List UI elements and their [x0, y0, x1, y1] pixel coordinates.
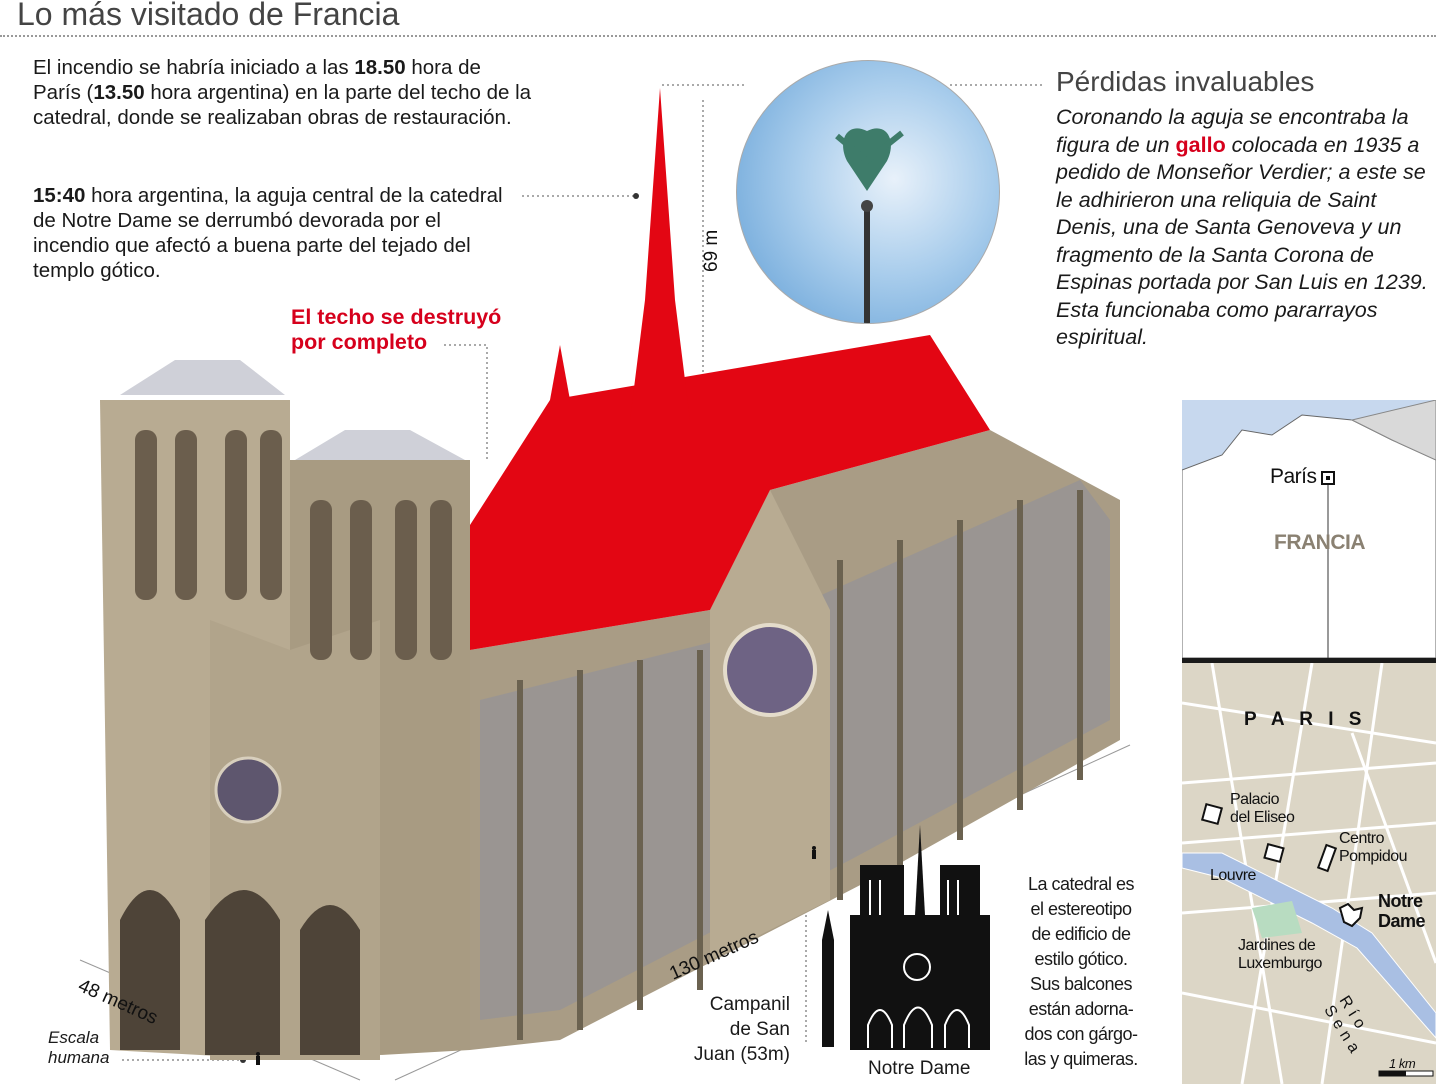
portals [120, 890, 360, 1055]
line: estilo gótico. [1034, 949, 1128, 969]
france-locator-map: París FRANCIA [1182, 400, 1436, 658]
eliseo-icon [1200, 802, 1224, 826]
paris-map-title: P A R I S [1244, 709, 1362, 730]
rooster-photo [736, 60, 1000, 324]
label-line: Dame [1378, 911, 1426, 931]
line: de edificio de [1031, 924, 1131, 944]
rose-window [723, 623, 817, 717]
label-line: Pompidou [1339, 848, 1408, 865]
gothic-description: La catedral es el estereotipo de edifici… [1010, 872, 1152, 1072]
paris-label: París [1270, 465, 1317, 488]
louvre-icon [1263, 842, 1285, 864]
pompidou-icon [1316, 843, 1338, 873]
france-label: FRANCIA [1274, 531, 1366, 554]
map-divider [1182, 658, 1436, 663]
label-line: por completo [291, 330, 428, 354]
intro-paragraph: El incendio se habría iniciado a las 18.… [33, 55, 533, 130]
text: hora argentina) en la parte del techo de… [33, 81, 532, 129]
text: colocada en 1935 a pedido de Monseñor Ve… [1056, 132, 1428, 350]
line: están adorna- [1028, 999, 1134, 1019]
label-line: Escala [48, 1028, 100, 1047]
label-line: humana [48, 1048, 110, 1067]
label-line: de San [729, 1019, 790, 1040]
spire-height-label: 69 m [701, 230, 722, 272]
human-scale-icon [256, 1056, 260, 1065]
notre-dame-label: Notre Dame [868, 1058, 971, 1079]
spire-paragraph: 15:40 hora argentina, la aguja central d… [33, 183, 503, 283]
label-line: Centro [1339, 830, 1385, 847]
line: las y quimeras. [1024, 1049, 1138, 1069]
luxembourg-gardens [1252, 901, 1302, 938]
notre-dame-icon [1338, 902, 1364, 928]
title-divider [0, 35, 1436, 37]
label-line: Luxemburgo [1238, 955, 1322, 972]
campanil-silhouette [822, 910, 834, 1047]
roof-leader [444, 344, 488, 460]
louvre-label: Louvre [1210, 867, 1256, 884]
page-title: Lo más visitado de Francia [17, 0, 400, 32]
label-line: Notre [1378, 891, 1423, 911]
spire [630, 88, 690, 420]
line: el estereotipo [1030, 899, 1132, 919]
label-line: Jardines de [1238, 937, 1316, 954]
text: El incendio se habría iniciado a las [33, 56, 355, 79]
tower-windows [135, 430, 452, 660]
line: La catedral es [1027, 874, 1135, 894]
text: hora de París ( [33, 56, 481, 104]
argentina-time: 13.50 [93, 81, 145, 104]
scale-bar [1379, 1071, 1406, 1076]
text: Coronando la aguja se encontraba la figu… [1056, 105, 1409, 157]
destroyed-roof [470, 335, 990, 650]
buttress-piers [517, 490, 1083, 1040]
text: hora argentina, la aguja central de la c… [33, 184, 503, 282]
label-line: Juan (53m) [693, 1044, 790, 1065]
label-line: Campanil [709, 994, 790, 1015]
seine-river [1182, 852, 1436, 1039]
losses-text: Coronando la aguja se encontraba la figu… [1056, 104, 1431, 352]
rooster-highlight: gallo [1175, 132, 1226, 157]
line: Sus balcones [1029, 974, 1133, 994]
losses-title: Pérdidas invaluables [1056, 66, 1315, 97]
notre-dame-silhouette [850, 825, 990, 1050]
label-line: Palacio [1230, 791, 1279, 808]
collapse-time: 15:40 [33, 184, 86, 207]
transept [710, 490, 830, 960]
line: dos con gárgo- [1024, 1024, 1138, 1044]
label-line: del Eliseo [1230, 809, 1295, 826]
west-rose-window [214, 756, 282, 824]
label-line: El techo se destruyó [291, 305, 502, 329]
cathedral-illustration: 69 m 48 metros 130 metros [75, 84, 1131, 1081]
scale-label: 1 km [1389, 1056, 1416, 1071]
paris-time: 18.50 [354, 56, 406, 79]
